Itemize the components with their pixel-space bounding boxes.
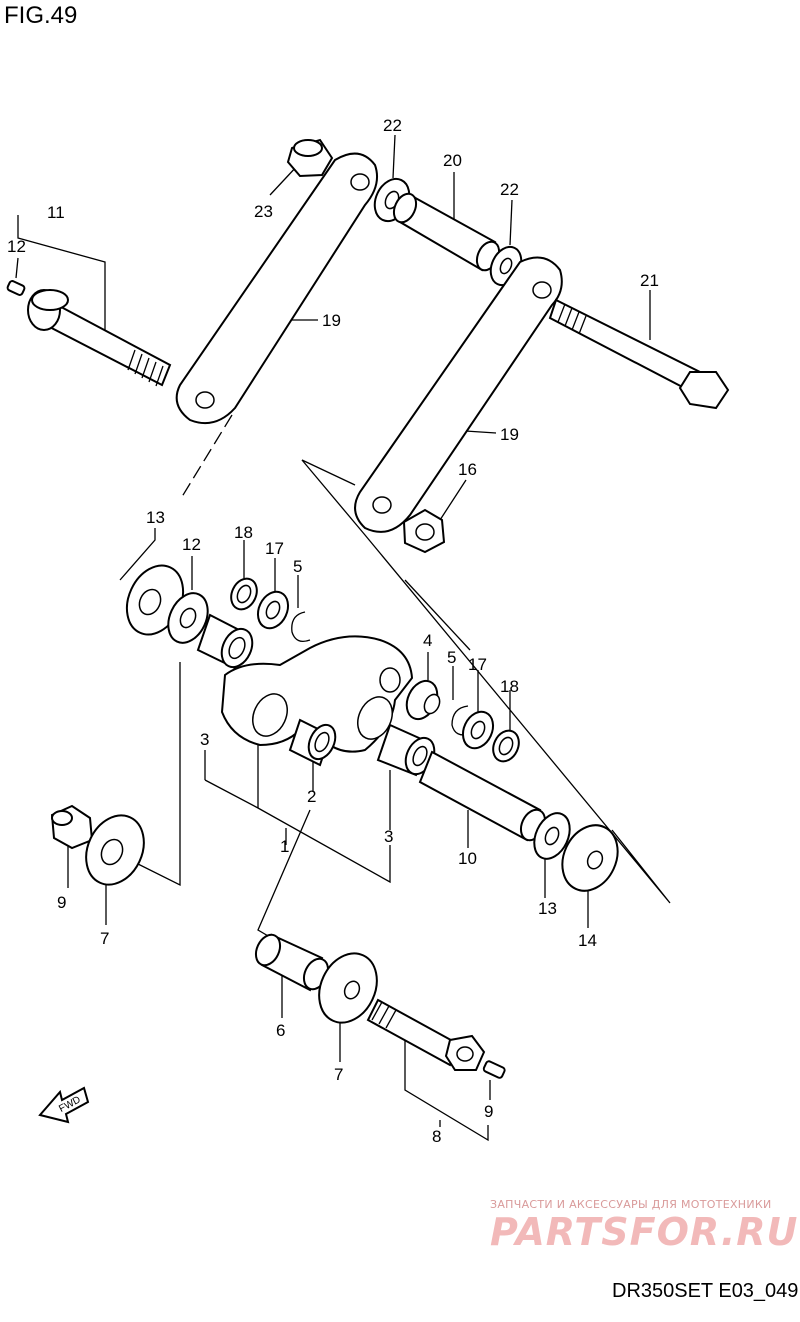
callout-5-right: 5 [447, 648, 456, 667]
callout-21: 21 [640, 271, 659, 290]
part-bearing-left [196, 613, 254, 670]
callout-1: 1 [280, 837, 289, 856]
part-8-bolt [366, 998, 486, 1071]
part-5-circlip-left [291, 611, 311, 643]
callout-7-bottom: 7 [334, 1065, 343, 1084]
part-9-grease-nipple [482, 1060, 506, 1079]
callout-18-left: 18 [234, 523, 253, 542]
part-23-nut [286, 138, 334, 178]
callout-18-right: 18 [500, 677, 519, 696]
callout-2: 2 [307, 787, 316, 806]
callout-12-left: 12 [182, 535, 201, 554]
callout-22-top: 22 [383, 116, 402, 135]
callout-9-num: 9 [484, 1102, 493, 1121]
callout-17-left: 17 [265, 539, 284, 558]
part-19-lower-link-plate [354, 256, 563, 533]
callout-11: 10 [458, 849, 477, 868]
callout-13-right: 14 [578, 931, 597, 950]
watermark-tagline: ЗАПЧАСТИ И АКСЕССУАРЫ ДЛЯ МОТОТЕХНИКИ [490, 1198, 772, 1211]
callout-3-right: 3 [384, 827, 393, 846]
callout-10: 9 [57, 893, 66, 912]
part-4-bearing [405, 679, 441, 721]
part-11-collar [418, 750, 547, 842]
part-19-upper-link-plate [175, 152, 378, 424]
callout-14: 11 [47, 203, 65, 222]
part-2-bearing [288, 718, 337, 767]
callout-15: 12 [7, 237, 26, 256]
callout-13-left: 13 [146, 508, 165, 527]
part-18-ring-left [230, 577, 258, 611]
part-10-nut [50, 804, 94, 850]
part-14-bolt [27, 289, 172, 387]
callout-16: 16 [458, 460, 477, 479]
callout-8: 8 [432, 1127, 441, 1146]
part-15-grease-nipple [6, 280, 26, 296]
part-12-washer-right [533, 812, 571, 860]
part-16-nut [402, 508, 446, 554]
callout-5-left: 5 [293, 557, 302, 576]
fwd-arrow-icon: FWD [38, 1086, 90, 1124]
callout-12-right: 13 [538, 899, 557, 918]
callout-17-right: 17 [468, 655, 487, 674]
figure-title: FIG.49 [4, 2, 78, 29]
callout-19-upper: 19 [322, 311, 341, 330]
callout-20: 20 [443, 151, 462, 170]
part-20-collar [392, 192, 501, 272]
figure-code: DR350SET E03_049 [612, 1280, 799, 1302]
part-21-bolt [548, 298, 730, 410]
part-7-seal-left [85, 814, 145, 886]
part-1-cushion-lever [220, 635, 414, 753]
watermark-brand: PARTSFOR.RU [490, 1210, 799, 1254]
callout-4: 4 [423, 631, 432, 650]
callout-7-left: 7 [100, 929, 109, 948]
part-17-washer-right [461, 710, 495, 750]
part-6-collar [254, 933, 330, 992]
callout-6: 6 [276, 1021, 285, 1040]
callout-19-lower: 19 [500, 425, 519, 444]
callout-23: 23 [254, 202, 273, 221]
part-13-dust-seal-right [561, 824, 619, 892]
callout-22-mid: 22 [500, 180, 519, 199]
part-7-seal-bottom [318, 952, 378, 1024]
part-12-washer-left [167, 592, 209, 644]
callout-3-left: 3 [200, 730, 209, 749]
callout-labels: 11 12 23 22 20 22 21 19 19 16 13 12 18 1… [7, 116, 659, 1146]
part-18-ring-right [492, 729, 520, 763]
part-17-washer-left [256, 590, 290, 630]
